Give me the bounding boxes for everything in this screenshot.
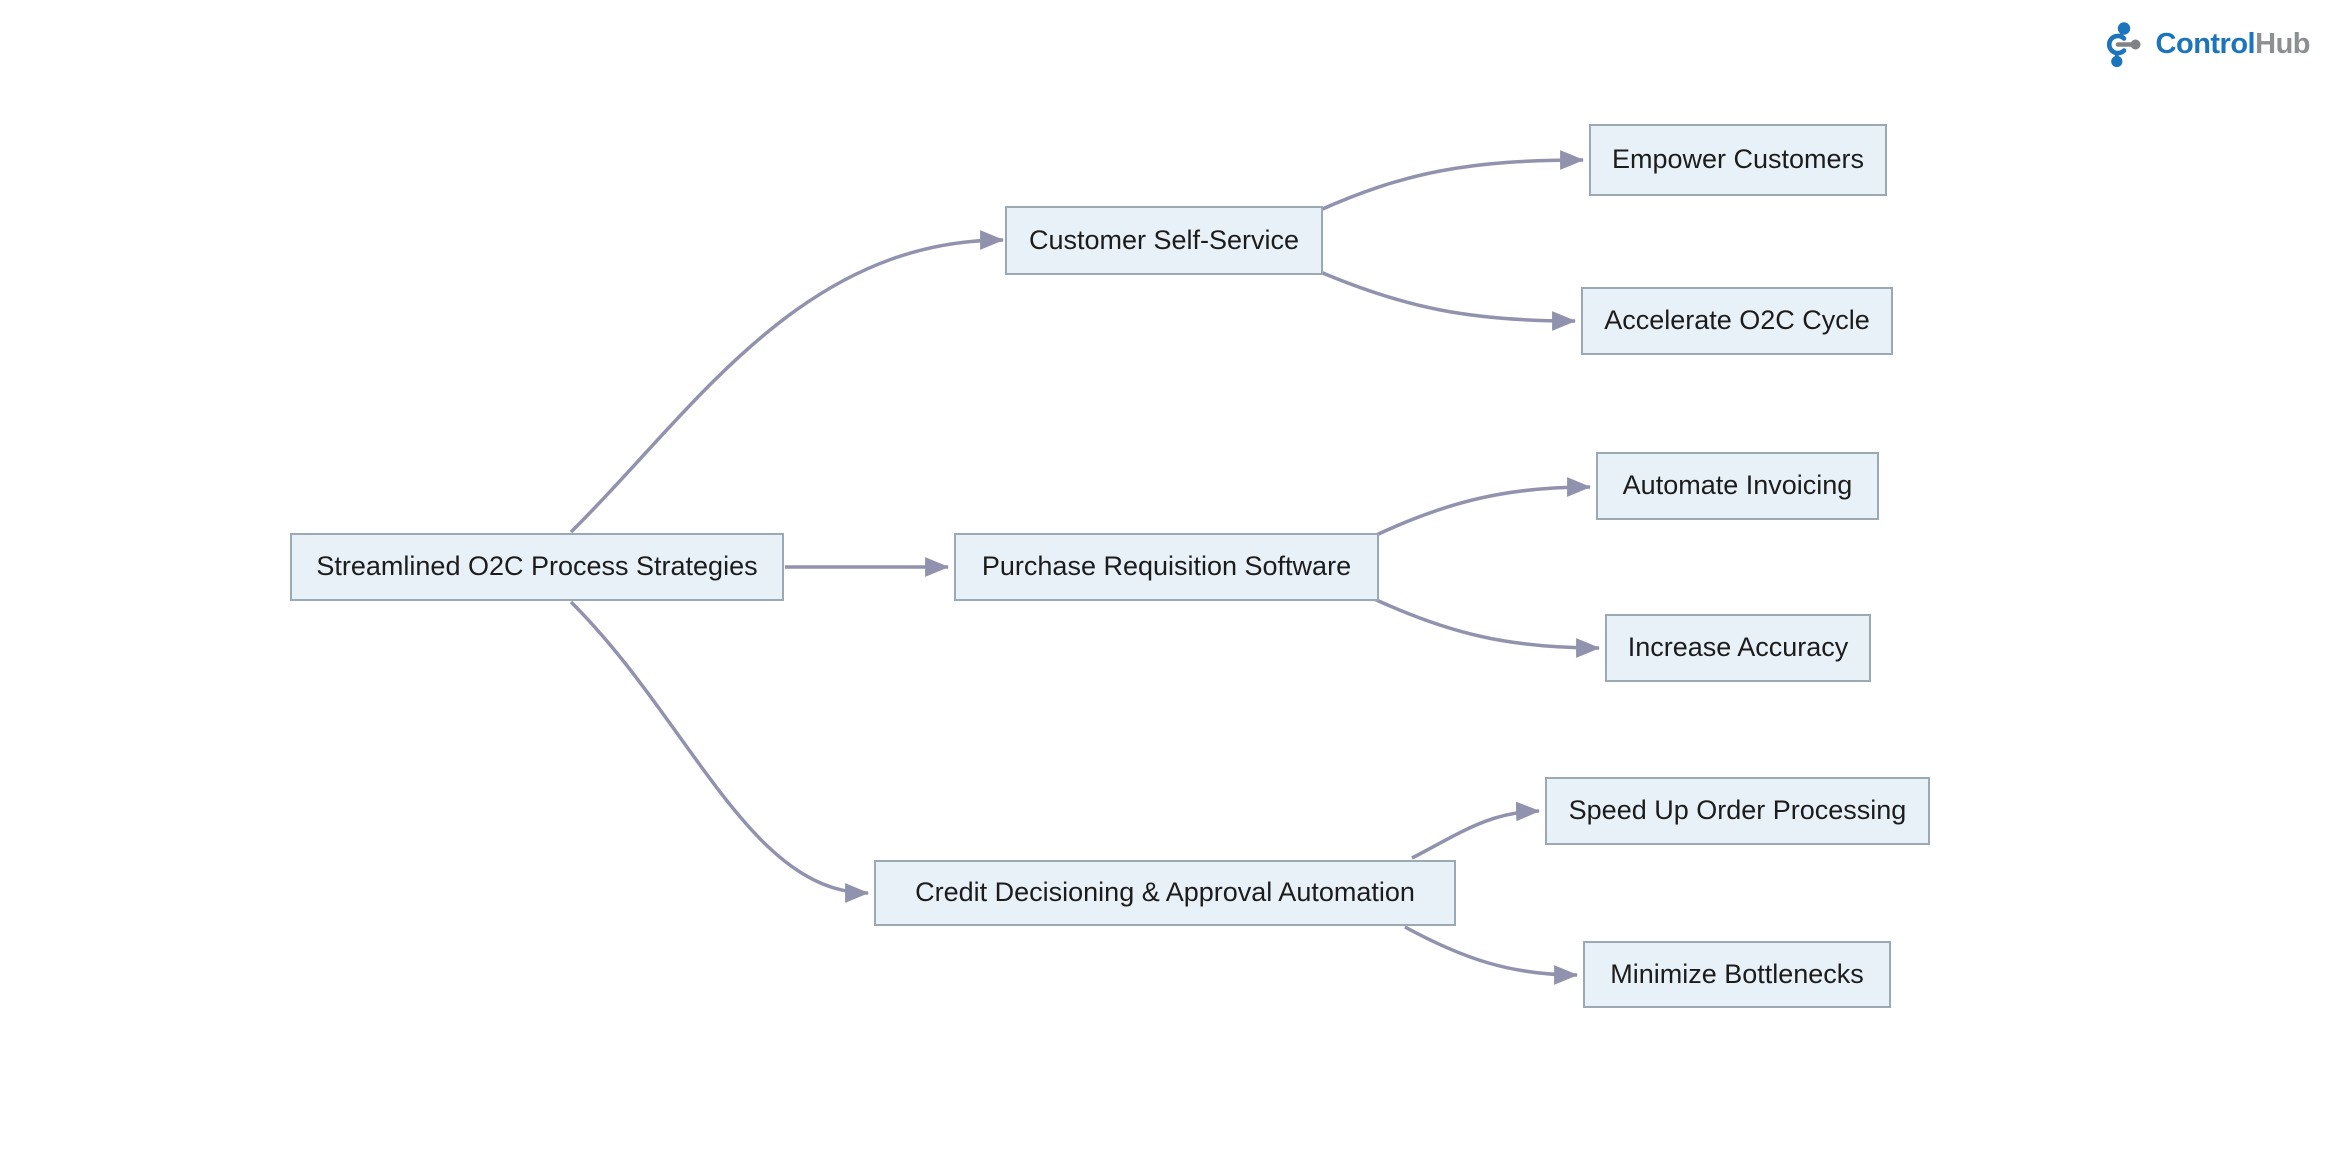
node-automate-invoicing: Automate Invoicing: [1596, 452, 1879, 520]
edge-customer-self-service-to-accelerate-o2c-cycle: [1317, 269, 1577, 331]
brand-secondary-text: Hub: [2255, 27, 2310, 60]
edge-credit-decisioning-to-minimize-bottlenecks: [1404, 925, 1579, 985]
node-speed-up-order-processing: Speed Up Order Processing: [1545, 777, 1930, 845]
node-empower-customers: Empower Customers: [1589, 124, 1887, 196]
hub-network-icon: [2106, 22, 2141, 68]
node-purchase-requisition-software: Purchase Requisition Software: [954, 533, 1379, 601]
node-minimize-bottlenecks: Minimize Bottlenecks: [1583, 941, 1891, 1008]
edge-credit-decisioning-to-speed-up-order-processing: [1411, 801, 1541, 860]
node-root: Streamlined O2C Process Strategies: [290, 533, 784, 601]
brand-primary-text: Control: [2155, 27, 2256, 60]
edge-root-to-credit-decisioning: [569, 600, 870, 903]
node-increase-accuracy: Increase Accuracy: [1605, 614, 1871, 682]
node-customer-self-service: Customer Self-Service: [1005, 206, 1323, 275]
edge-purchase-requisition-software-to-increase-accuracy: [1371, 596, 1601, 658]
node-credit-decisioning: Credit Decisioning & Approval Automation: [874, 860, 1456, 926]
edge-purchase-requisition-software-to-automate-invoicing: [1371, 477, 1592, 539]
node-accelerate-o2c-cycle: Accelerate O2C Cycle: [1581, 287, 1893, 355]
edge-root-to-customer-self-service: [569, 230, 1005, 534]
controlhub-wordmark: ControlHub: [2155, 27, 2311, 60]
edge-customer-self-service-to-empower-customers: [1317, 150, 1585, 213]
controlhub-logo: ControlHub: [2103, 20, 2310, 68]
